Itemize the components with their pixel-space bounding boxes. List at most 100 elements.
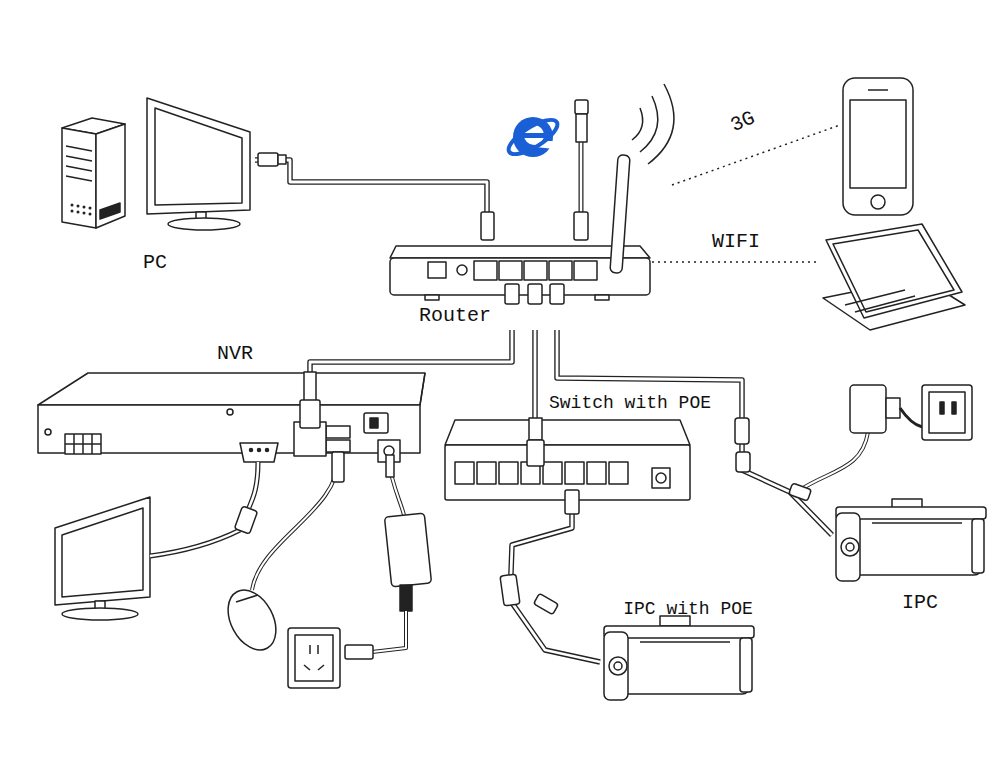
bullet-camera [604,616,754,700]
router-part [428,262,446,278]
nvr-recorder-part [326,426,350,438]
wireless-link-part [652,261,820,263]
nvr-recorder-part [65,434,101,454]
poe-switch [445,420,690,500]
bullet-camera-part [640,641,730,643]
mouse-part [236,595,258,602]
pc-tower-part [96,124,125,228]
pc-tower-part [66,156,92,161]
pc-monitor-part [168,218,240,230]
link-label: 3G [728,107,759,137]
router-part [574,261,597,280]
poe-switch-part [656,473,666,483]
device-label: Router [419,305,491,327]
wall-socket-part [309,645,311,654]
nvr-recorder-part [38,373,425,405]
wall-socket [288,628,340,688]
nvr-recorder-part [38,405,420,453]
bullet-camera-part [972,519,984,573]
nvr-monitor [55,497,150,620]
pc-tower-part [71,204,92,216]
pc-tower-part [66,176,92,181]
laptop-part [845,290,905,305]
mouse-part [252,458,338,590]
device-label: NVR [217,343,253,365]
device-label: Switch with POE [549,394,711,414]
pc-monitor [147,98,250,230]
nvr-recorder-part [227,409,233,415]
poe-connector-part [533,593,558,614]
bullet-camera-part [872,522,962,524]
nvr-recorder-part [326,440,350,452]
nvr-recorder-part [73,434,75,454]
pc-tower-part-part [83,206,86,209]
pc-tower-part [100,203,120,219]
rj45-plug-part [278,155,286,164]
internet-logo-part [523,133,545,138]
ipc-power-adapter-part [929,392,965,433]
nvr-monitor-part [55,497,150,605]
router-plug-part [528,284,542,304]
split-connector [735,418,811,501]
rj45-plug-part [304,372,316,402]
nvr-recorder-part [82,434,84,454]
laptop-part [833,230,954,312]
poe-switch-part [609,462,628,484]
wall-socket-part [304,665,310,670]
rj45-plug-part [481,212,494,240]
mobile-phone-part [843,78,913,215]
nvr-recorder-part [266,449,269,452]
internet-logo [504,114,562,161]
internet-cable-part [579,140,584,215]
nvr-node: NVR [36,372,426,454]
pc-node: PC [55,95,255,270]
mouse-part [332,452,344,482]
mobile-phone-part [868,89,888,91]
rj45-plug [258,153,494,240]
nvr-monitor-part [62,608,138,620]
wireless-link-part [672,125,840,185]
device-label: IPC [902,592,938,614]
router-part [474,261,497,280]
pc-tower-part-part [77,211,80,214]
nvr-recorder-part [364,413,388,433]
rj45-plug [300,372,320,428]
poe-switch-part [445,420,690,445]
bullet-camera-part [740,638,752,692]
nvr-recorder-part [258,449,261,452]
router [390,155,650,300]
camera-node: IPC with POE [600,622,755,704]
router-part [595,295,609,300]
device-label: IPC with POE [623,600,753,620]
pc-tower [62,118,125,228]
nvr-recorder-part [370,418,378,428]
poe-switch-part [543,462,562,484]
pc-tower-part [66,166,92,171]
wall-socket-part [318,665,324,670]
ipc-power-adapter-part [800,432,868,490]
router-plug-part [550,284,564,304]
internet-cable-part [580,140,583,215]
ipc-power-adapter-part [952,402,956,414]
cable-connector [255,160,487,240]
bullet-camera-part [609,657,627,675]
router-part [524,261,547,280]
power-adapter-part [372,611,406,652]
cable-outline [510,503,600,662]
router-part [499,261,522,280]
pc-monitor-part [147,98,250,214]
nvr-recorder-part [91,434,93,454]
mobile-phone-part [850,100,906,188]
vga-cable-part [150,530,240,556]
pc-monitor-part [155,108,242,205]
internet-cable-part [574,212,588,240]
device-label: PC [143,252,167,274]
poe-switch-part [652,468,670,488]
poe-switch-part [587,462,606,484]
vga-cable-part [150,530,240,556]
cable-core [255,160,487,240]
poe-connector-part [500,574,520,606]
split-connector-part [789,483,812,501]
bullet-camera-part [842,515,982,575]
